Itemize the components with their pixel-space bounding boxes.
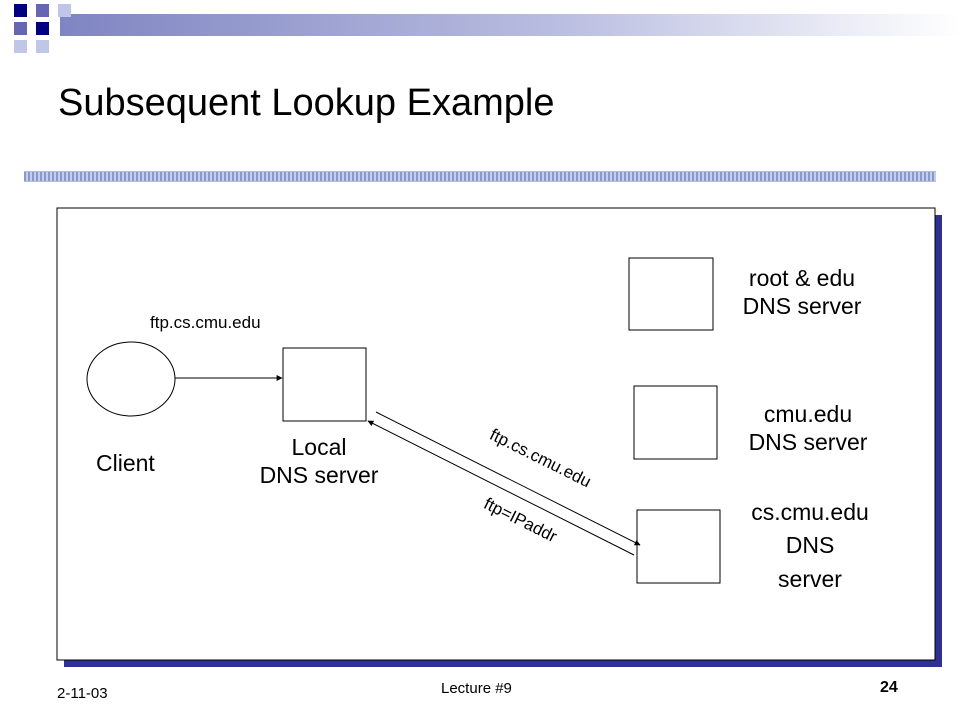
corner-square-navy-2: [36, 22, 49, 35]
cs-cmu-edu-dns-server-box: [636, 509, 721, 584]
slide-number: 24: [880, 679, 898, 696]
cmu-edu-line1: cmu.edu: [763, 401, 853, 427]
footer-date: 2-11-03: [57, 685, 108, 702]
local-dns-server-box: [282, 347, 367, 422]
client-label: Client: [96, 450, 155, 476]
query-label: ftp.cs.cmu.edu: [150, 313, 261, 332]
cmu-edu-dns-server-label: cmu.edu DNS server: [728, 400, 888, 456]
cs-cmu-edu-line2: DNS: [785, 532, 835, 559]
client-node: [86, 341, 176, 417]
corner-square-navy: [14, 4, 27, 17]
slide-title: Subsequent Lookup Example: [58, 82, 555, 124]
corner-square-light-3: [36, 40, 49, 53]
root-edu-dns-server-box: [628, 257, 714, 331]
corner-square-purple-2: [14, 22, 27, 35]
corner-square-purple: [36, 4, 49, 17]
cs-cmu-edu-line1: cs.cmu.edu: [751, 499, 869, 525]
local-dns-server-label: Local DNS server: [244, 433, 394, 489]
reply-arrow: [367, 420, 635, 556]
cmu-edu-line2: DNS server: [748, 429, 868, 456]
title-divider: [24, 171, 936, 182]
corner-square-light-2: [14, 40, 27, 53]
query-arrow: [375, 411, 641, 546]
local-dns-line1: Local: [291, 434, 347, 460]
root-edu-line2: DNS server: [742, 293, 862, 320]
corner-square-light-1: [58, 4, 71, 17]
cmu-edu-dns-server-box: [633, 385, 718, 460]
local-dns-line2: DNS server: [259, 462, 379, 489]
header-decoration: [14, 4, 960, 53]
root-edu-line1: root & edu: [748, 265, 856, 291]
cs-cmu-edu-line3: server: [778, 565, 842, 592]
footer-lecture: Lecture #9: [441, 680, 512, 697]
cs-cmu-edu-dns-server-label: cs.cmu.edu DNS server: [730, 496, 890, 596]
diagram-frame: [56, 207, 936, 661]
top-gradient-bar: [60, 14, 960, 36]
root-edu-dns-server-label: root & edu DNS server: [722, 264, 882, 320]
